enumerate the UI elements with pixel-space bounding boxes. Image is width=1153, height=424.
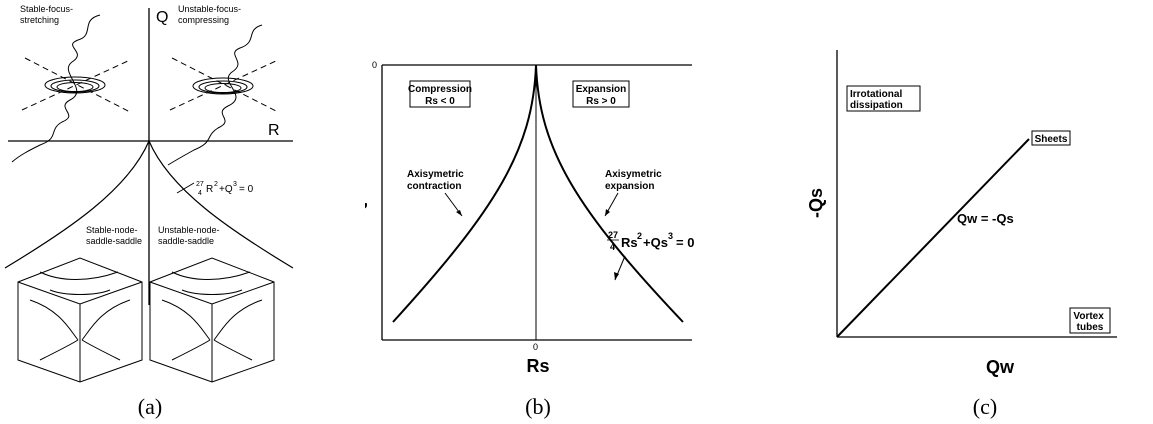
r-axis-label: R bbox=[268, 122, 280, 139]
equation-arrowhead-b bbox=[614, 272, 619, 280]
svg-text:= 0: = 0 bbox=[239, 184, 254, 195]
caption-c: (c) bbox=[973, 394, 997, 419]
panel-b-svg: 0 0 Qs Rs Compression Rs < 0 Expansion R… bbox=[365, 60, 694, 419]
equation-pointer-a bbox=[176, 182, 195, 194]
compression-sub: Rs < 0 bbox=[425, 96, 455, 107]
svg-text:4: 4 bbox=[610, 242, 615, 252]
contraction-annotation: Axisymetric contraction bbox=[407, 169, 466, 192]
svg-text:27: 27 bbox=[608, 230, 618, 240]
stable-node-label: Stable-node- saddle-saddle bbox=[86, 225, 142, 246]
panel-c-svg: -Qs Qw Irrotational dissipation Sheets Q… bbox=[806, 50, 1117, 419]
discriminant-equation-b: 27 4 Rs 2 +Qs 3 = 0 bbox=[607, 230, 694, 252]
contraction-arrowhead bbox=[456, 210, 462, 216]
panel-a: Q R Stable-focus- stretching Unstable-fo… bbox=[0, 0, 300, 424]
svg-text:2: 2 bbox=[214, 181, 218, 188]
panel-b: 0 0 Qs Rs Compression Rs < 0 Expansion R… bbox=[365, 0, 725, 424]
unstable-node-cube bbox=[149, 257, 275, 383]
irrotational-dissipation-label: Irrotational dissipation bbox=[850, 89, 905, 111]
compression-title: Compression bbox=[408, 84, 472, 95]
sheets-box bbox=[1031, 130, 1071, 146]
panel-c: -Qs Qw Irrotational dissipation Sheets Q… bbox=[800, 0, 1153, 424]
svg-text:3: 3 bbox=[233, 181, 237, 188]
expansion-box bbox=[572, 80, 630, 108]
qs-zero-tick: 0 bbox=[372, 60, 377, 70]
panel-a-svg: Q R Stable-focus- stretching Unstable-fo… bbox=[4, 4, 294, 419]
irrotational-dissipation-box bbox=[846, 85, 921, 112]
svg-text:+Q: +Q bbox=[219, 184, 233, 195]
qw-eq-neg-qs-line bbox=[836, 138, 1030, 338]
qw-axis-label: Qw bbox=[986, 357, 1015, 377]
axisymmetric-expansion-curve bbox=[535, 64, 684, 323]
vortex-tubes-box bbox=[1069, 307, 1111, 334]
unstable-focus-glyph bbox=[167, 24, 279, 166]
rs-axis-label: Rs bbox=[526, 356, 549, 376]
axisymmetric-contraction-curve bbox=[392, 64, 537, 323]
rs-zero-tick: 0 bbox=[533, 342, 538, 352]
svg-text:2: 2 bbox=[637, 231, 642, 241]
expansion-annotation: Axisymetric expansion bbox=[605, 169, 664, 192]
svg-text:4: 4 bbox=[198, 190, 202, 197]
q-axis-label: Q bbox=[156, 9, 168, 26]
stable-node-cube bbox=[17, 257, 143, 383]
svg-text:+Qs: +Qs bbox=[643, 235, 668, 250]
caption-b: (b) bbox=[525, 394, 551, 419]
discriminant-equation-a: 27 4 R 2 +Q 3 = 0 bbox=[196, 181, 254, 197]
compression-box bbox=[409, 80, 471, 108]
line-label: Qw = -Qs bbox=[957, 211, 1014, 226]
discriminant-curve-left bbox=[4, 140, 150, 269]
unstable-node-label: Unstable-node- saddle-saddle bbox=[158, 225, 222, 246]
discriminant-curve-right bbox=[148, 140, 294, 269]
expansion-sub: Rs > 0 bbox=[586, 96, 616, 107]
expansion-title: Expansion bbox=[576, 84, 627, 95]
svg-text:Rs: Rs bbox=[621, 235, 638, 250]
expansion-arrowhead bbox=[605, 209, 610, 216]
neg-qs-axis-label: -Qs bbox=[806, 188, 826, 218]
qs-axis-label: Qs bbox=[365, 191, 367, 215]
svg-text:= 0: = 0 bbox=[676, 235, 694, 250]
stable-focus-label: Stable-focus- stretching bbox=[20, 4, 76, 25]
unstable-focus-label: Unstable-focus- compressing bbox=[178, 4, 244, 25]
svg-text:R: R bbox=[206, 184, 213, 195]
svg-text:27: 27 bbox=[196, 181, 204, 188]
svg-text:3: 3 bbox=[668, 231, 673, 241]
sheets-label: Sheets bbox=[1035, 134, 1068, 145]
vortex-tubes-label: Vortex tubes bbox=[1073, 311, 1106, 333]
caption-a: (a) bbox=[138, 394, 162, 419]
stable-focus-glyph bbox=[11, 14, 131, 163]
